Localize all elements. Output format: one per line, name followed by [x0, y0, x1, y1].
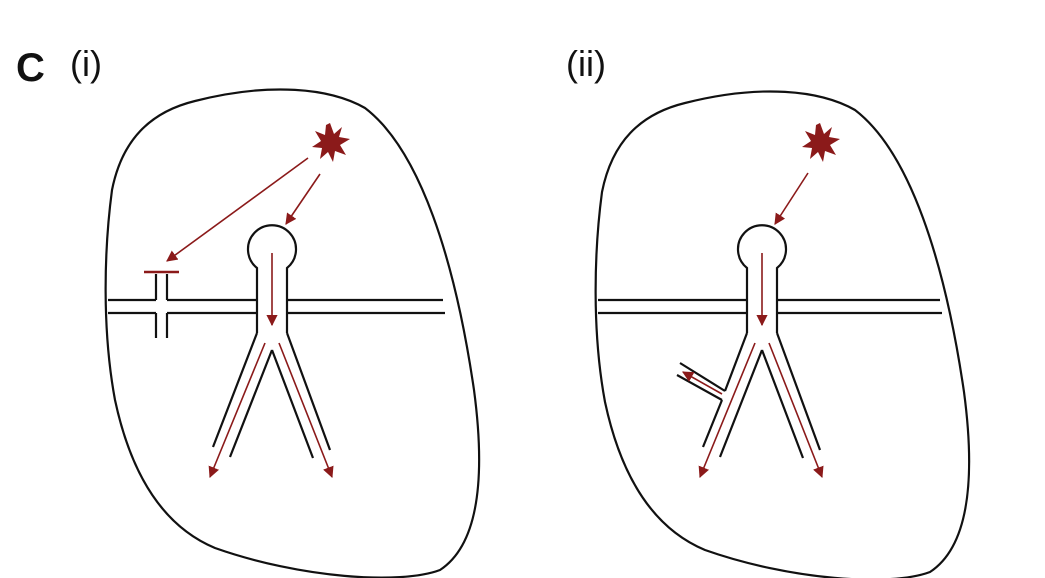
membrane — [108, 298, 445, 315]
signal-arrows — [682, 172, 824, 479]
blocked-channel — [144, 270, 179, 338]
dendritic-spine — [211, 224, 332, 459]
cell-outline — [104, 88, 481, 578]
panel-letter: C — [16, 46, 45, 90]
dendritic-spine — [676, 224, 822, 459]
starburst-icon — [802, 123, 840, 162]
panel-label-i: (i) — [70, 43, 102, 84]
panel-label-ii: (ii) — [566, 43, 606, 84]
membrane — [598, 298, 942, 315]
panel-ii — [594, 90, 971, 578]
cell-outline — [594, 90, 971, 578]
panel-i — [104, 88, 481, 578]
starburst-icon — [312, 123, 350, 162]
signal-arrows — [166, 157, 334, 479]
